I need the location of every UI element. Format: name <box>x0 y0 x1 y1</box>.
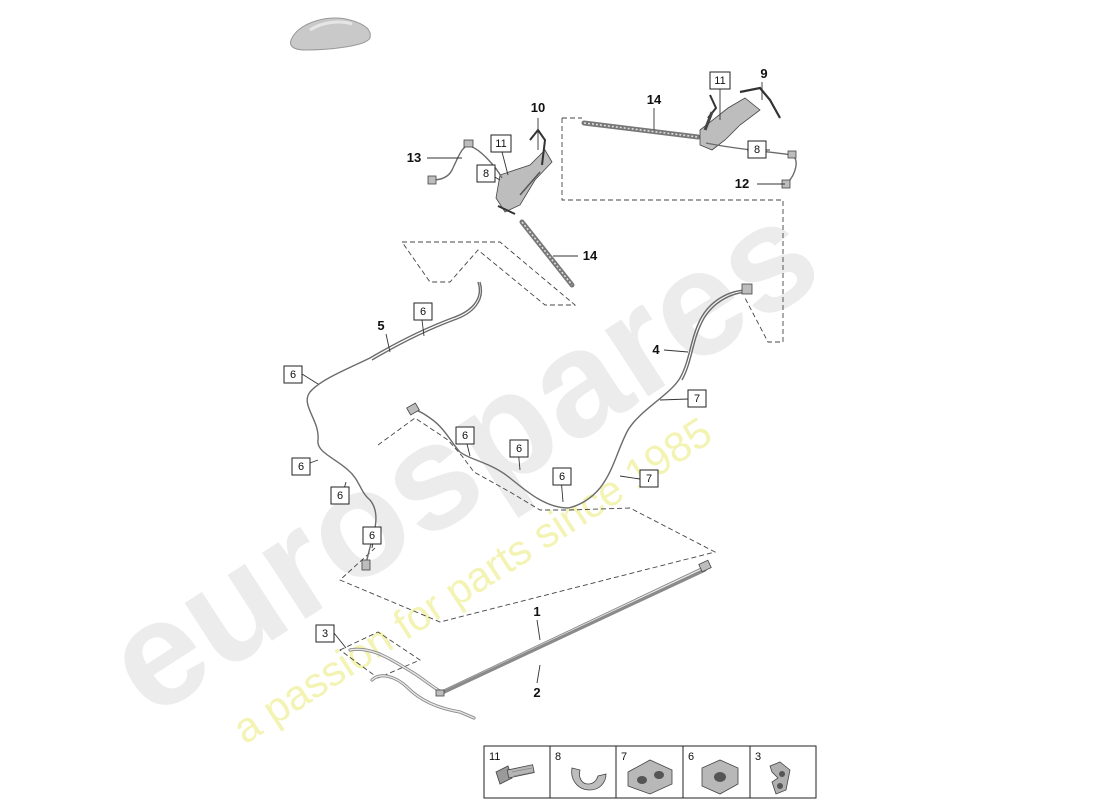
svg-text:6: 6 <box>462 430 468 442</box>
svg-text:8: 8 <box>754 144 760 156</box>
svg-text:8: 8 <box>555 751 561 763</box>
brake-line-14-upper <box>581 120 701 140</box>
legend-cell-11: 11 <box>489 751 535 785</box>
watermark-brand: eurospares <box>76 165 846 746</box>
callout-14-upper: 14 <box>647 92 662 107</box>
svg-text:8: 8 <box>483 168 489 180</box>
svg-text:6: 6 <box>516 443 522 455</box>
boxed-callout-8-left: 8 <box>476 164 496 183</box>
svg-text:7: 7 <box>621 751 627 763</box>
boxed-callout-7-a: 7 <box>687 389 707 408</box>
dashed-outlines <box>339 117 784 679</box>
boxed-callout-6-b: 6 <box>283 365 303 384</box>
boxed-callout-6-d: 6 <box>330 486 350 505</box>
boxed-callout-3: 3 <box>315 624 335 643</box>
boxed-callout-6-g: 6 <box>509 439 529 458</box>
callout-12: 12 <box>735 176 749 191</box>
boxed-callout-6-f: 6 <box>455 426 475 445</box>
svg-text:7: 7 <box>694 393 700 405</box>
svg-text:6: 6 <box>369 530 375 542</box>
boxed-callout-7-b: 7 <box>639 469 659 488</box>
callout-10: 10 <box>531 100 545 115</box>
legend-cell-7: 7 <box>621 751 673 795</box>
watermark: eurospares a passion for parts since 198… <box>76 165 846 752</box>
double-clamp-icon <box>627 759 673 795</box>
brake-line-14-lower <box>519 219 575 288</box>
callout-14-lower: 14 <box>583 248 598 263</box>
svg-text:3: 3 <box>322 628 328 640</box>
legend-cell-6: 6 <box>688 751 739 795</box>
boxed-callout-8-right: 8 <box>747 140 767 159</box>
parts-legend: 11 8 7 6 <box>483 745 817 799</box>
boxed-callouts: 11 8 11 8 6 6 6 6 6 6 6 6 7 7 3 <box>283 71 767 643</box>
legend-cell-8: 8 <box>555 751 607 791</box>
svg-text:7: 7 <box>646 473 652 485</box>
pipe-13 <box>427 139 503 185</box>
single-clamp-icon <box>701 759 739 795</box>
boxed-callout-6-e: 6 <box>362 526 382 545</box>
svg-text:6: 6 <box>298 461 304 473</box>
svg-text:6: 6 <box>688 751 694 763</box>
bracket-10-assembly <box>495 128 553 215</box>
callout-5: 5 <box>377 318 384 333</box>
pipe-12 <box>705 142 797 189</box>
callout-2: 2 <box>533 685 540 700</box>
boxed-callout-6-h: 6 <box>552 467 572 486</box>
car-thumbnail-icon <box>290 17 371 51</box>
svg-text:6: 6 <box>290 369 296 381</box>
svg-text:6: 6 <box>420 306 426 318</box>
boxed-callout-6-a: 6 <box>413 302 433 321</box>
svg-text:11: 11 <box>489 751 500 763</box>
callout-13: 13 <box>407 150 421 165</box>
bolt-icon <box>495 764 535 785</box>
svg-text:11: 11 <box>714 75 725 87</box>
boxed-callout-6-c: 6 <box>291 457 311 476</box>
bracket-9-assembly <box>699 86 781 151</box>
callout-4: 4 <box>652 342 660 357</box>
clip-icon <box>571 767 607 791</box>
callout-9: 9 <box>760 66 767 81</box>
boxed-callout-11-right: 11 <box>709 71 731 90</box>
svg-text:6: 6 <box>559 471 565 483</box>
legend-cell-3: 3 <box>755 751 791 795</box>
svg-text:3: 3 <box>755 751 761 763</box>
callout-numbers: 10 9 13 14 14 12 5 4 1 2 <box>377 66 767 700</box>
svg-text:6: 6 <box>337 490 343 502</box>
callout-1: 1 <box>533 604 540 619</box>
bracket-clip-icon <box>769 761 791 795</box>
boxed-callout-11-left: 11 <box>490 134 512 153</box>
svg-text:11: 11 <box>495 138 506 150</box>
